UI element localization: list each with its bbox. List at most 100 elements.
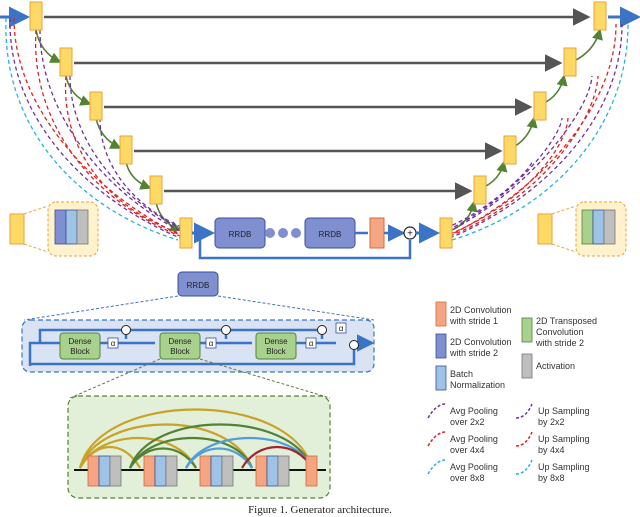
legend-avgpool2-line1: Avg Pooling (450, 406, 498, 416)
legend: 2D Convolution with stride 1 2D Convolut… (427, 301, 597, 483)
pooling-curves (5, 17, 185, 241)
decoder-block-1 (593, 1, 607, 31)
output-zoom-source (537, 213, 553, 245)
legend-curve-upsample8 (515, 459, 533, 475)
dense-arc-green-1 (128, 423, 314, 469)
dense-layers (87, 455, 318, 487)
bottleneck-residual-loop (198, 233, 412, 260)
alpha-box-2 (205, 337, 217, 349)
ellipsis-dot-3 (291, 228, 301, 238)
dense-block-1-line2: Block (70, 347, 91, 356)
output-zoom-bn (592, 209, 605, 245)
figure-caption: Figure 1. Generator architecture. (248, 504, 392, 516)
rrdb-title-block (177, 271, 219, 297)
legend-conv-stride1-line1: 2D Convolution (450, 305, 512, 315)
dense-arc-gold-2 (78, 423, 254, 469)
upsampling-curves (445, 23, 629, 241)
encoder-block-6 (179, 217, 193, 249)
down-arrow-3 (95, 117, 122, 149)
dense-layer-5-conv (305, 455, 318, 487)
legend-transposed-line2: Convolution (536, 327, 584, 337)
legend-upsample4-line2: by 4x4 (538, 445, 565, 455)
dense-layer-3-bn (210, 455, 223, 487)
dense-zoom-line-right (199, 358, 331, 399)
rrdb-add-node-2 (221, 325, 231, 335)
rrdb-add-node-out (349, 340, 359, 350)
dense-block-3 (255, 332, 297, 360)
legend-upsample2-line1: Up Sampling (538, 406, 590, 416)
up-curve-purple-1 (449, 23, 623, 239)
dense-layer-2-conv (143, 455, 156, 487)
alpha-box-1 (107, 337, 119, 349)
encoder-block-2 (59, 47, 73, 77)
input-zoom-bn (65, 209, 78, 245)
dense-block-2-line2: Block (170, 347, 191, 356)
up-curve-purple-2 (447, 75, 593, 233)
encoder-block-5 (149, 175, 163, 205)
up-curve-purple-4 (445, 161, 533, 229)
dense-layer-1-conv (87, 455, 100, 487)
input-zoom-detail (9, 201, 99, 257)
input-zoom-source (9, 213, 25, 245)
rrdb-add-nodes (121, 325, 359, 350)
up-curve-purple-3 (447, 117, 563, 231)
legend-curve-avgpool4 (427, 431, 447, 447)
legend-upsample4-line1: Up Sampling (538, 434, 590, 444)
ellipsis-dot-2 (278, 228, 288, 238)
decoder-block-3 (533, 91, 547, 121)
legend-swatch-conv-stride2 (435, 333, 447, 359)
dense-block-3-line2: Block (266, 347, 287, 356)
decoder-block-5 (473, 175, 487, 205)
legend-activation: Activation (536, 361, 575, 371)
dense-layer-2-bn (154, 455, 167, 487)
bottleneck-path: RRDB RRDB + (192, 217, 440, 260)
output-zoom-act (603, 209, 616, 245)
skip-connections (44, 8, 591, 200)
rrdb-flow-bottom (30, 348, 356, 366)
ellipsis-dot-1 (265, 228, 275, 238)
legend-conv-stride2-line2: with stride 2 (449, 348, 498, 358)
pool-curve-red-1 (13, 17, 183, 237)
up-curve-red-2 (449, 75, 599, 237)
legend-curve-upsample2 (515, 403, 533, 419)
legend-upsample8-line1: Up Sampling (538, 462, 590, 472)
down-arrow-1 (35, 29, 62, 63)
dense-layer-3-act (221, 455, 234, 487)
legend-swatch-batchnorm (435, 365, 447, 391)
legend-curve-avgpool2 (427, 403, 447, 419)
dense-layer-4-bn (266, 455, 279, 487)
pool-curve-purple-4 (99, 117, 185, 229)
alpha-label-3: α (309, 339, 314, 348)
dense-connections (78, 408, 314, 469)
legend-batchnorm-line2: Normalization (450, 380, 505, 390)
decoder-block-2 (563, 47, 577, 77)
legend-swatch-conv-stride1 (435, 301, 447, 327)
legend-swatch-transposed (521, 317, 533, 343)
pool-curve-cyan-1 (5, 17, 179, 241)
legend-upsample8-line2: by 8x8 (538, 473, 565, 483)
zoom-line-top-right (551, 205, 577, 215)
dense-layer-4-act (277, 455, 290, 487)
encoder-block-4 (119, 135, 133, 165)
dense-block-2 (159, 332, 201, 360)
zoom-line-bottom-right (551, 243, 577, 253)
dense-layer-1-act (109, 455, 122, 487)
encoder-block-3 (89, 91, 103, 121)
pool-curve-purple-2 (39, 29, 183, 233)
rrdb-detail: RRDB Dense Block Dense Block Dense Block (21, 271, 375, 399)
pool-curve-red-3 (64, 75, 183, 235)
rrdb-zoom-line-left (23, 295, 179, 321)
input-zoom-conv (54, 209, 67, 245)
legend-transposed-line3: with stride 2 (535, 338, 584, 348)
conv-stride1-block (369, 217, 385, 249)
zoom-line-bottom-left (23, 243, 49, 253)
down-arrow-2 (65, 75, 92, 106)
unet-section: RRDB RRDB + (0, 1, 640, 260)
output-zoom-detail (537, 201, 627, 257)
dense-block-1 (59, 332, 101, 360)
legend-avgpool8-line2: over 8x8 (450, 473, 485, 483)
dense-block-3-line1: Dense (264, 337, 288, 346)
zoom-line-top-left (23, 205, 49, 215)
legend-transposed-line1: 2D Transposed (536, 316, 597, 326)
decoder-block-4 (503, 135, 517, 165)
